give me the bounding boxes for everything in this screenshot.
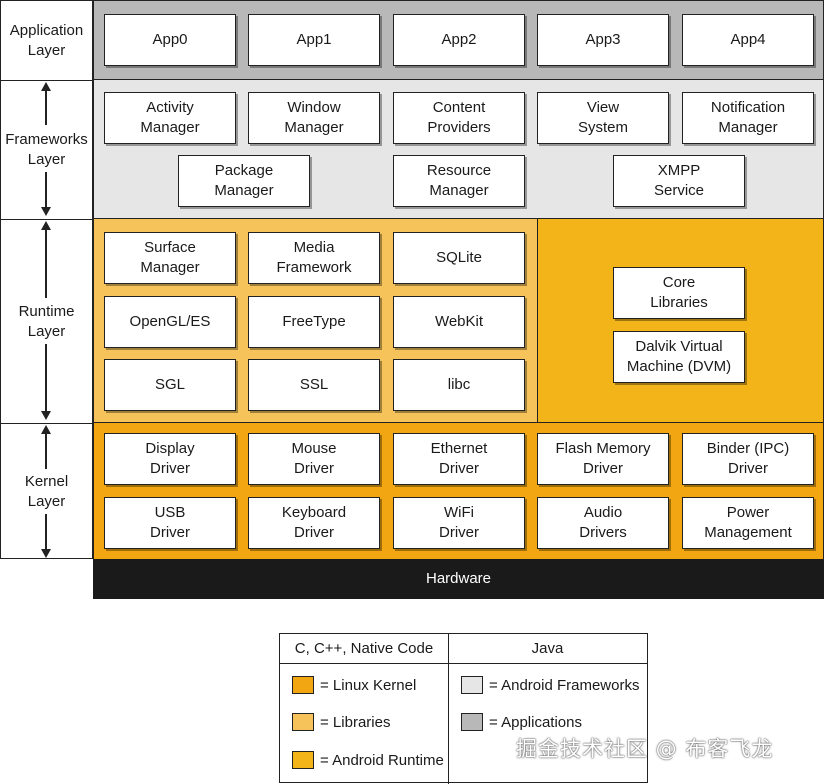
framework-box: Resource Manager (393, 155, 525, 207)
driver-box: Keyboard Driver (248, 497, 380, 549)
frameworks-label-cell: Frameworks Layer (1, 80, 92, 220)
library-box: Surface Manager (104, 232, 236, 284)
legend: C, C++, Native Code Java = Linux Kernel … (279, 633, 648, 784)
app-box: App0 (104, 14, 236, 66)
library-box: SSL (248, 359, 380, 411)
framework-box: Content Providers (393, 92, 525, 144)
legend-label: = Android Runtime (320, 751, 444, 769)
legend-label: = Applications (489, 713, 582, 731)
kernel-label-cell: Kernel Layer (1, 423, 92, 560)
swatch-icon (292, 751, 314, 769)
application-label-cell: Application Layer (1, 1, 92, 81)
legend-item-android-runtime: = Android Runtime (292, 749, 444, 771)
arrow-line (45, 433, 47, 469)
arrow-line (45, 514, 47, 550)
driver-box: WiFi Driver (393, 497, 525, 549)
framework-box: View System (537, 92, 669, 144)
legend-label: = Linux Kernel (320, 676, 417, 694)
driver-box: Power Management (682, 497, 814, 549)
arrow-line (45, 172, 47, 208)
arrow-line (45, 90, 47, 125)
framework-box: Notification Manager (682, 92, 814, 144)
framework-box: Package Manager (178, 155, 310, 207)
driver-box: Binder (IPC) Driver (682, 433, 814, 485)
legend-divider (448, 634, 449, 784)
arrow-up-icon (41, 425, 51, 434)
swatch-icon (461, 713, 483, 731)
hardware-band: Hardware (93, 559, 824, 599)
swatch-icon (292, 676, 314, 694)
swatch-icon (292, 713, 314, 731)
arrow-down-icon (41, 411, 51, 420)
arrow-up-icon (41, 82, 51, 91)
driver-box: Flash Memory Driver (537, 433, 669, 485)
arrow-up-icon (41, 221, 51, 230)
driver-box: Display Driver (104, 433, 236, 485)
driver-box: Audio Drivers (537, 497, 669, 549)
kernel-layer-label: Kernel Layer (24, 473, 69, 510)
driver-box: USB Driver (104, 497, 236, 549)
runtime-layer-label: Runtime Layer (18, 303, 75, 340)
application-layer-label: Application Layer (9, 22, 84, 59)
app-box: App1 (248, 14, 380, 66)
app-box: App4 (682, 14, 814, 66)
watermark-text: 掘金技术社区 @ 布客飞龙 (516, 737, 774, 761)
library-box: SQLite (393, 232, 525, 284)
framework-box: Window Manager (248, 92, 380, 144)
legend-item-libraries: = Libraries (292, 711, 390, 733)
app-box: App3 (537, 14, 669, 66)
hardware-label: Hardware (425, 570, 492, 587)
legend-item-android-frameworks: = Android Frameworks (461, 674, 639, 696)
runtime-box: Dalvik Virtual Machine (DVM) (613, 331, 745, 383)
legend-label: = Android Frameworks (489, 676, 640, 694)
runtime-box: Core Libraries (613, 267, 745, 319)
library-box: Media Framework (248, 232, 380, 284)
driver-box: Ethernet Driver (393, 433, 525, 485)
framework-box: Activity Manager (104, 92, 236, 144)
frameworks-layer-label: Frameworks Layer (5, 131, 88, 168)
legend-item-linux-kernel: = Linux Kernel (292, 674, 416, 696)
legend-java-header: Java (448, 634, 647, 664)
arrow-line (45, 229, 47, 298)
driver-box: Mouse Driver (248, 433, 380, 485)
app-box: App2 (393, 14, 525, 66)
framework-box: XMPP Service (613, 155, 745, 207)
arrow-down-icon (41, 549, 51, 558)
runtime-label-cell: Runtime Layer (1, 219, 92, 424)
library-box: OpenGL/ES (104, 296, 236, 348)
layer-labels-column: Application Layer Frameworks Layer Runti… (0, 0, 93, 559)
android-runtime-band (537, 218, 824, 423)
library-box: libc (393, 359, 525, 411)
legend-item-applications: = Applications (461, 711, 582, 733)
legend-native-header: C, C++, Native Code (280, 634, 448, 664)
library-box: FreeType (248, 296, 380, 348)
arrow-down-icon (41, 207, 51, 216)
arrow-line (45, 344, 47, 412)
library-box: SGL (104, 359, 236, 411)
swatch-icon (461, 676, 483, 694)
legend-label: = Libraries (320, 713, 391, 731)
library-box: WebKit (393, 296, 525, 348)
